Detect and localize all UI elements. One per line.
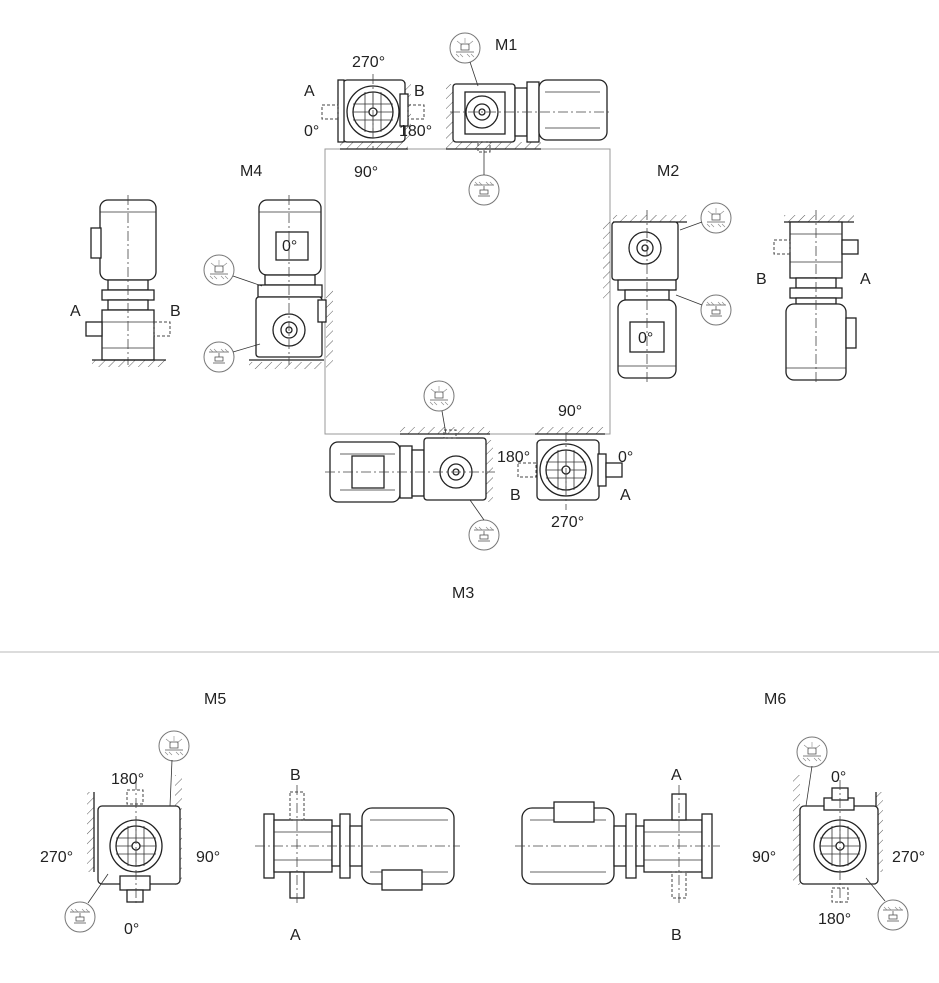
m6-shaft-a-label: A: [671, 767, 682, 784]
m5-shaft-b-label: B: [290, 767, 301, 784]
m5-angle-0-label: 0°: [124, 921, 139, 938]
m2-side-view-motor: 0°: [603, 210, 687, 385]
m3-angle-90-label: 90°: [558, 403, 582, 420]
m3-vent-valve-icon: [423, 380, 455, 412]
m1-shaft-a-label: A: [304, 83, 315, 100]
m3-angle-0-label: 0°: [618, 449, 633, 466]
m3-shaft-b-label: B: [510, 487, 521, 504]
m1-side-view: [446, 79, 610, 153]
m3-drain-plug-icon: [468, 519, 500, 551]
m6-vent-valve-icon: [796, 736, 828, 768]
m1-angle-180-label: 180°: [399, 123, 432, 140]
m6-shaft-b-label: B: [671, 927, 682, 944]
m4-end-view: [85, 195, 171, 367]
m1-front-view: [321, 74, 425, 150]
m5-front-view: [87, 775, 182, 905]
m1-vent-valve-icon: [449, 32, 481, 64]
m5-label: M5: [204, 691, 226, 708]
mounting-frame: [324, 148, 611, 435]
m2-label: M2: [657, 163, 679, 180]
m2-shaft-b-label: B: [756, 271, 767, 288]
m4-drain-plug-icon: [203, 341, 235, 373]
m2-shaft-a-label: A: [860, 271, 871, 288]
m1-drain-plug-icon: [468, 174, 500, 206]
m4-shaft-b-label: B: [170, 303, 181, 320]
m1-angle-90-label: 90°: [354, 164, 378, 181]
m2-drain-plug-icon: [700, 294, 732, 326]
m4-side-view-motor: 0°: [249, 195, 333, 370]
m4-label: M4: [240, 163, 262, 180]
m3-angle-180-label: 180°: [497, 449, 530, 466]
m6-front-view: [793, 775, 883, 905]
m3-front-view: [517, 427, 623, 510]
m6-angle-0-label: 0°: [831, 769, 846, 786]
m3-side-view: [325, 427, 495, 503]
m1-angle-270-label: 270°: [352, 54, 385, 71]
m2-terminal-box-label: 0°: [638, 330, 653, 347]
m6-angle-180-label: 180°: [818, 911, 851, 928]
m5-side-view: [255, 785, 460, 905]
m6-angle-270-label: 270°: [892, 849, 925, 866]
m6-label: M6: [764, 691, 786, 708]
m6-angle-90-label: 90°: [752, 849, 776, 866]
m3-angle-270-label: 270°: [551, 514, 584, 531]
m5-angle-90-label: 90°: [196, 849, 220, 866]
m2-end-view: [773, 210, 859, 385]
m5-drain-plug-icon: [64, 901, 96, 933]
m5-angle-180-label: 180°: [111, 771, 144, 788]
m3-label: M3: [452, 585, 474, 602]
m5-angle-270-label: 270°: [40, 849, 73, 866]
m4-shaft-a-label: A: [70, 303, 81, 320]
m6-side-view: [515, 785, 720, 905]
m4-vent-valve-icon: [203, 254, 235, 286]
m5-vent-valve-icon: [158, 730, 190, 762]
m1-label: M1: [495, 37, 517, 54]
m3-shaft-a-label: A: [620, 487, 631, 504]
m5-shaft-a-label: A: [290, 927, 301, 944]
m1-angle-0-label: 0°: [304, 123, 319, 140]
m6-drain-plug-icon: [877, 899, 909, 931]
m4-terminal-box-label: 0°: [282, 238, 297, 255]
m2-vent-valve-icon: [700, 202, 732, 234]
m1-shaft-b-label: B: [414, 83, 425, 100]
